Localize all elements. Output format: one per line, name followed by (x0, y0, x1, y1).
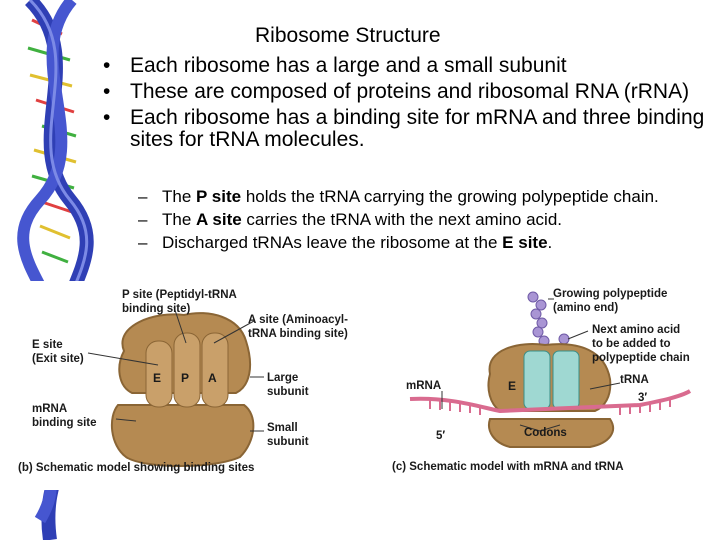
figure-b-caption: (b) Schematic model showing binding site… (18, 462, 254, 474)
small-subunit-label: subunit (267, 436, 309, 448)
bullet-item: Each ribosome has a binding site for mRN… (100, 107, 710, 151)
p-site-label: P site (Peptidyl-tRNA (122, 289, 237, 301)
large-subunit-label: Large (267, 372, 298, 384)
ribosome-binding-sites-diagram: E P A P site (Peptidyl-tRNA binding site… (18, 289, 348, 474)
next-amino-acid-label: polypeptide chain (592, 352, 690, 364)
mrna-binding-label: binding site (32, 417, 97, 429)
slide-title: Ribosome Structure (255, 24, 441, 47)
slot-e-label: E (153, 371, 161, 385)
growing-polypeptide-label: (amino end) (553, 302, 618, 314)
next-amino-acid-label: Next amino acid (592, 324, 680, 336)
trna-a (552, 350, 580, 410)
e-site-label: (Exit site) (32, 353, 84, 365)
e-site-label: E site (32, 339, 63, 351)
figure-b-panel: E P A P site (Peptidyl-tRNA binding site… (14, 281, 380, 490)
growing-polypeptide-label: Growing polypeptide (553, 288, 667, 300)
sub-bullet-item: The A site carries the tRNA with the nex… (138, 211, 708, 230)
small-subunit-shape (488, 418, 615, 448)
polypeptide-chain (527, 291, 570, 347)
mrna-binding-label: mRNA (32, 403, 67, 415)
sub-bullet-item: The P site holds the tRNA carrying the g… (138, 188, 708, 207)
three-prime-label: 3′ (638, 392, 647, 404)
a-site-slot (201, 332, 229, 408)
a-site-label: tRNA binding site) (248, 328, 348, 340)
mrna-bases (429, 398, 671, 415)
codons-label: Codons (524, 427, 567, 439)
bullet-list: Each ribosome has a large and a small su… (100, 55, 710, 155)
slot-a-label: A (208, 371, 217, 385)
next-amino-acid-label: to be added to (592, 338, 671, 350)
a-site-label: A site (Aminoacyl- (248, 314, 348, 326)
small-subunit-shape (110, 404, 255, 467)
bullet-item: These are composed of proteins and ribos… (100, 81, 710, 104)
sub-bullet-item: Discharged tRNAs leave the ribosome at t… (138, 234, 708, 253)
slot-p-label: P (181, 371, 189, 385)
figure-c-caption: (c) Schematic model with mRNA and tRNA (392, 461, 624, 473)
trna-p (523, 350, 551, 410)
e-label: E (508, 379, 516, 393)
small-subunit-label: Small (267, 422, 298, 434)
figure-c-panel: Growing polypeptide (amino end) Next ami… (390, 279, 706, 476)
trna-label: tRNA (620, 374, 649, 386)
mrna-label: mRNA (406, 380, 441, 392)
large-subunit-label: subunit (267, 386, 309, 398)
five-prime-label: 5′ (436, 430, 445, 442)
ribosome-mrna-trna-diagram: Growing polypeptide (amino end) Next ami… (392, 288, 692, 473)
p-site-label: binding site) (122, 303, 191, 315)
e-site-slot (145, 340, 173, 408)
sub-bullet-list: The P site holds the tRNA carrying the g… (138, 188, 708, 257)
bullet-item: Each ribosome has a large and a small su… (100, 55, 710, 78)
p-site-slot (173, 332, 201, 408)
